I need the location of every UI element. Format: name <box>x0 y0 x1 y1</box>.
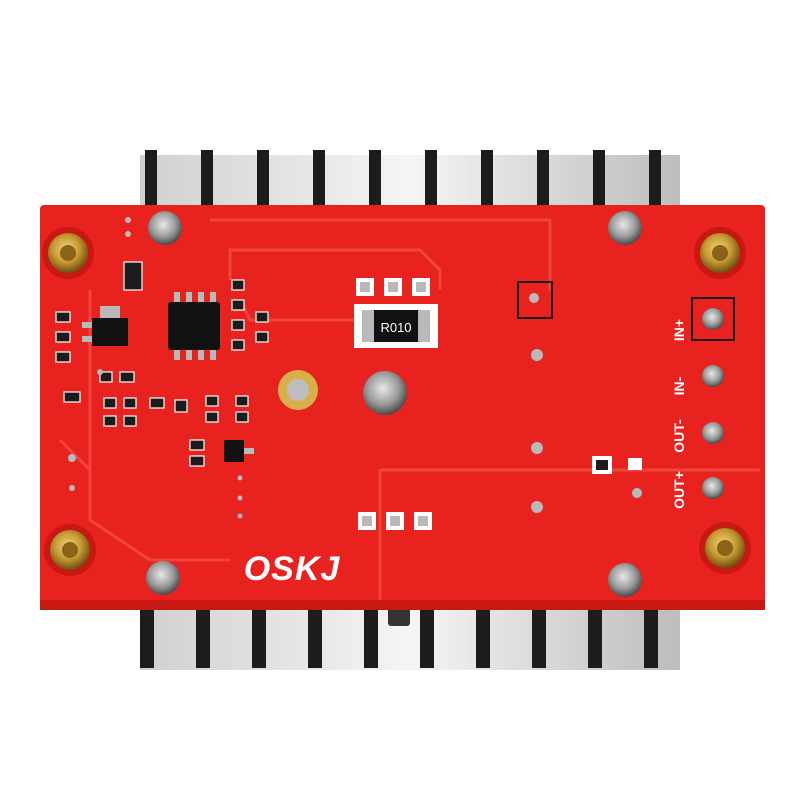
label-in-minus: IN- <box>671 376 687 395</box>
heatsink-screw <box>388 606 410 626</box>
label-out-plus: OUT+ <box>671 471 687 509</box>
brass-standoff-bottom-left <box>44 524 96 576</box>
brand-logo: OSKJ <box>244 550 341 588</box>
sense-resistor: R010 <box>354 304 438 348</box>
vias <box>68 217 642 519</box>
brass-standoff-top-left <box>42 227 94 279</box>
screw-heads <box>146 211 642 597</box>
smd-components <box>55 261 269 467</box>
transistor-sot23 <box>224 440 254 462</box>
heatsink-fins-top <box>145 150 661 205</box>
terminal-pads <box>691 297 735 499</box>
resistor-marking: R010 <box>380 320 411 335</box>
smd-pads <box>356 278 642 530</box>
brass-standoff-bottom-right <box>699 522 751 574</box>
brass-standoff-top-right <box>694 227 746 279</box>
label-in-plus: IN+ <box>671 319 687 341</box>
label-out-minus: OUT- <box>671 419 687 453</box>
ic-chip <box>168 292 220 360</box>
heatsink-fins-bottom <box>140 600 658 668</box>
transistor-sot223 <box>82 306 128 346</box>
pcb-board <box>40 205 765 610</box>
pcb-traces <box>58 218 760 600</box>
